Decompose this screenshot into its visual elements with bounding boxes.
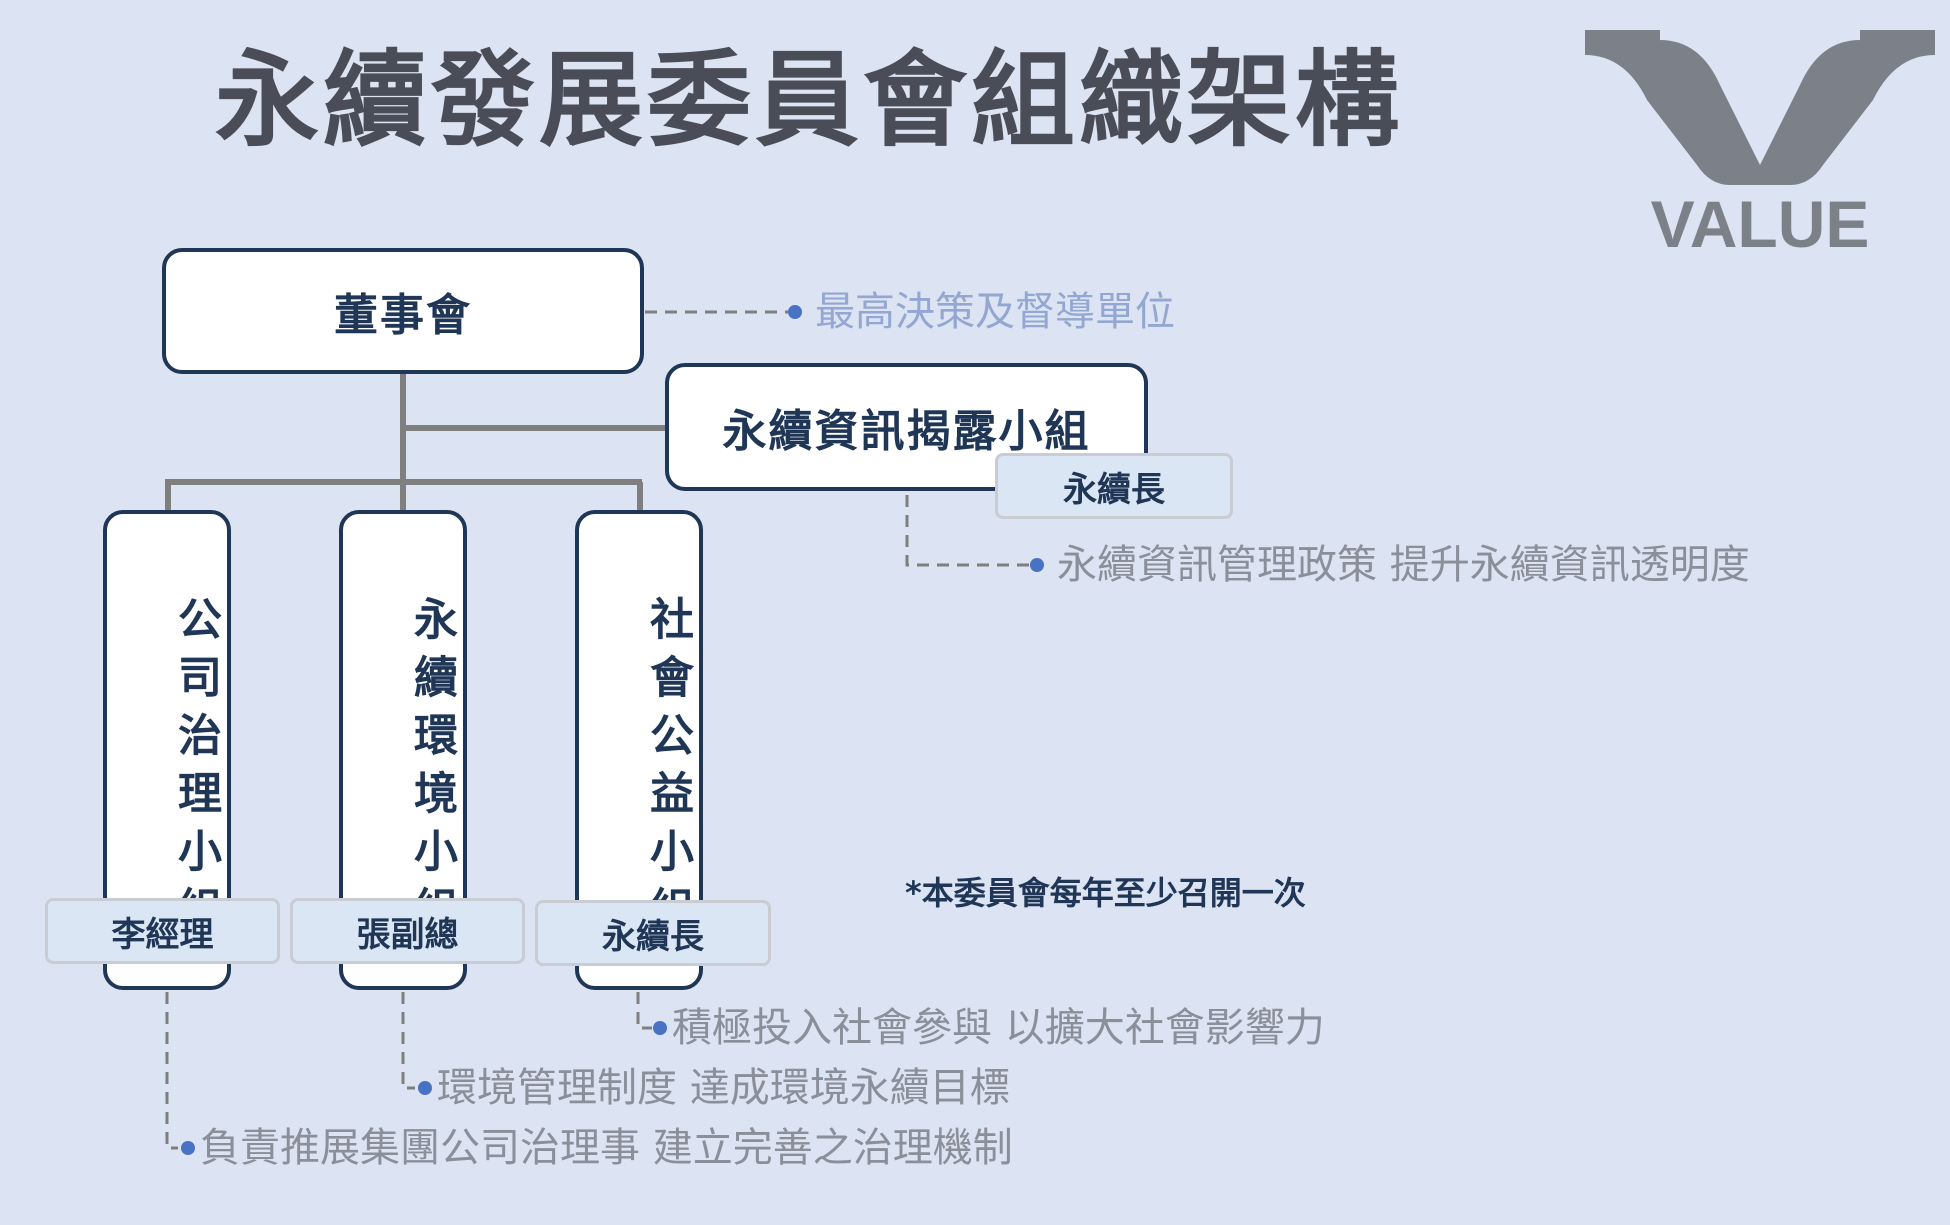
v-logo-icon: VALUE [1585, 30, 1935, 261]
environment-group-leader-tag: 張副總 [290, 898, 525, 964]
board-box: 董事會 [162, 248, 644, 374]
environment-group-label: 永續環境小組 [406, 596, 457, 944]
value-logo: VALUE [1585, 25, 1935, 261]
governance-group-note: 負責推展集團公司治理事 建立完善之治理機制 [200, 1125, 1013, 1171]
social-group-label: 社會公益小組 [642, 596, 693, 944]
governance-group-label: 公司治理小組 [170, 596, 221, 944]
board-note: 最高決策及督導單位 [815, 289, 1175, 335]
social-group-leader-tag: 永續長 [535, 900, 771, 966]
disclosure-group-leader-tag: 永續長 [995, 453, 1233, 519]
disclosure-group-label: 永續資訊揭露小組 [722, 406, 1091, 457]
logo-text: VALUE [1651, 187, 1870, 255]
governance-group-leader-tag: 李經理 [45, 898, 280, 964]
meeting-frequency-note: *本委員會每年至少召開一次 [905, 874, 1306, 912]
page-title: 永續發展委員會組織架構 [215, 39, 1404, 161]
environment-group-note: 環境管理制度 達成環境永續目標 [437, 1065, 1010, 1111]
board-label: 董事會 [334, 290, 472, 341]
social-group-note: 積極投入社會參與 以擴大社會影響力 [672, 1005, 1325, 1051]
disclosure-group-note: 永續資訊管理政策 提升永續資訊透明度 [1057, 542, 1750, 588]
disclosure-group-box: 永續資訊揭露小組 [665, 363, 1148, 491]
